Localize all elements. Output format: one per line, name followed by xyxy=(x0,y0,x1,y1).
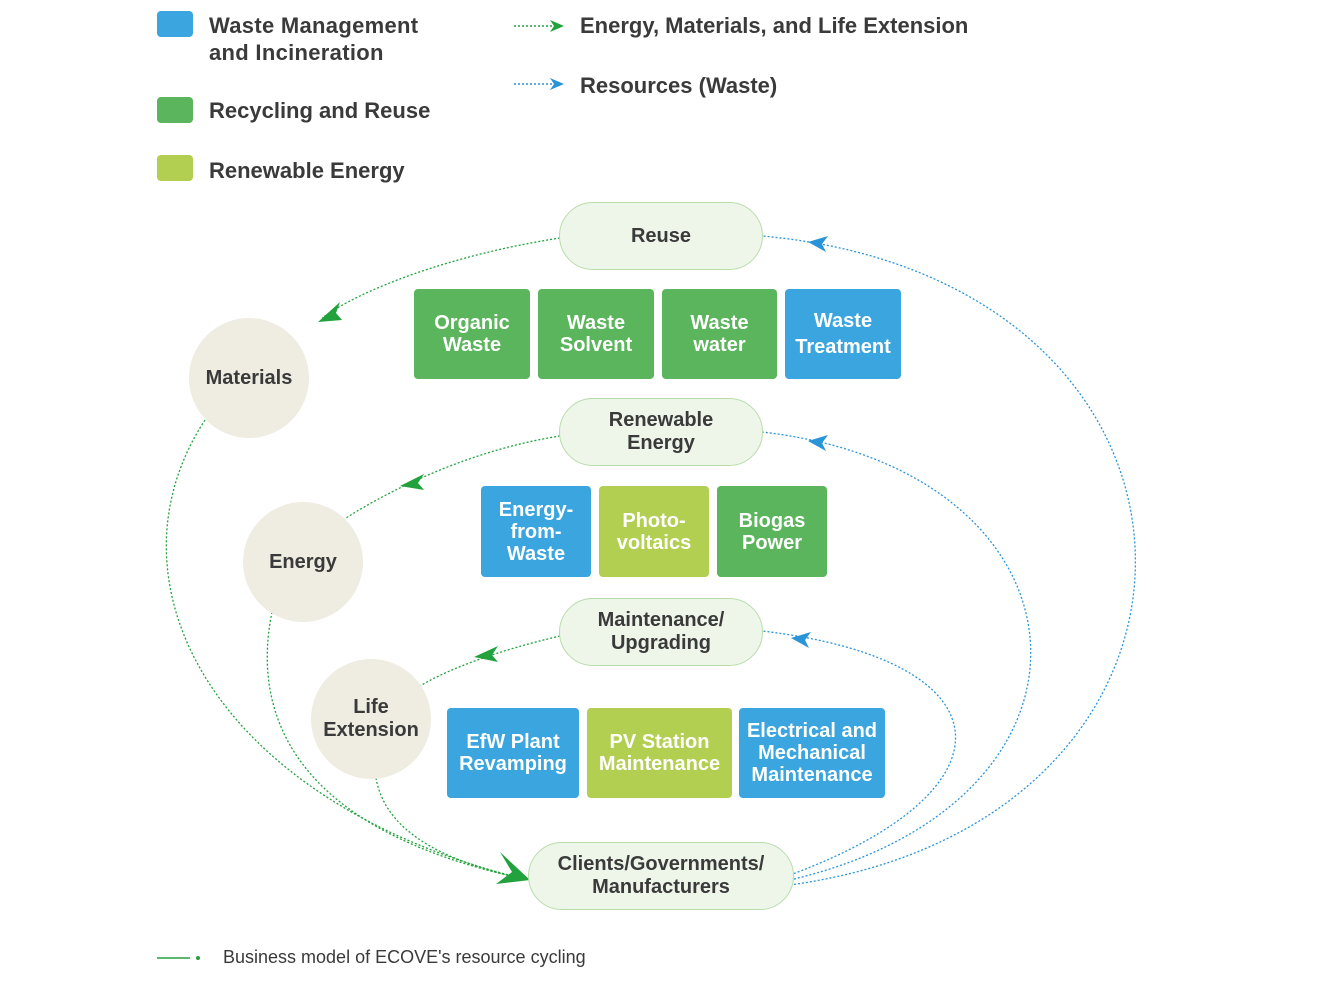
box-organic-waste: Organic Waste xyxy=(414,289,530,379)
legend-label-renewable: Renewable Energy xyxy=(209,158,405,183)
box-electrical-mechanical-maintenance: Electrical and Mechanical Maintenance xyxy=(739,708,885,798)
box-energy-from-waste: Energy- from- Waste xyxy=(481,486,591,577)
arrowhead-clients-icon xyxy=(496,852,530,884)
green-arrowheads xyxy=(318,302,530,884)
arrowhead-renewable-icon xyxy=(808,435,828,451)
arrowhead-life-icon xyxy=(474,646,498,662)
box-waste-treatment: Waste Treatment xyxy=(785,289,901,379)
arrowhead-energy-icon xyxy=(400,474,424,490)
arrowhead-reuse-icon xyxy=(808,236,828,252)
figure-caption: Business model of ECOVE's resource cycli… xyxy=(223,947,586,967)
legend-arrow-blue-icon xyxy=(514,78,564,90)
blue-arrowheads xyxy=(791,236,828,648)
arrowhead-maintenance-icon xyxy=(791,632,811,648)
node-clients: Clients/Governments/ Manufacturers xyxy=(528,842,794,910)
flow-maintenance-to-life xyxy=(419,635,561,687)
box-pv-station-maintenance: PV Station Maintenance xyxy=(587,708,732,798)
green-flows xyxy=(165,237,561,879)
flow-clients-to-renewable xyxy=(761,431,1032,881)
flow-renewable-to-energy xyxy=(345,435,561,519)
box-photovoltaics: Photo- voltaics xyxy=(599,486,709,577)
legend-label-recycling: Recycling and Reuse xyxy=(209,98,431,123)
node-reuse: Reuse xyxy=(559,202,763,270)
flow-materials-to-clients xyxy=(165,419,521,879)
flow-life-to-clients xyxy=(375,777,521,879)
node-energy: Energy xyxy=(243,502,363,622)
legend-arrow-green-icon xyxy=(514,20,564,32)
node-life-extension: Life Extension xyxy=(311,659,431,779)
flow-reuse-to-materials xyxy=(321,237,561,319)
legend-swatch-waste-management xyxy=(157,11,193,37)
legend-label-energy-flow: Energy, Materials, and Life Extension xyxy=(580,13,969,38)
legend-label-waste-management: Waste Management and Incineration xyxy=(209,13,419,65)
blue-flows xyxy=(761,235,1137,886)
arrowhead-materials-icon xyxy=(318,302,342,322)
box-waste-solvent: Waste Solvent xyxy=(538,289,654,379)
legend-swatch-renewable xyxy=(157,155,193,181)
legend-label-resources-flow: Resources (Waste) xyxy=(580,73,778,98)
legend-swatch-recycling xyxy=(157,97,193,123)
flow-clients-to-reuse xyxy=(761,235,1137,886)
node-maintenance: Maintenance/ Upgrading xyxy=(559,598,763,666)
caption-dot xyxy=(196,956,200,960)
box-efw-plant-revamping: EfW Plant Revamping xyxy=(447,708,579,798)
node-materials: Materials xyxy=(189,318,309,438)
box-biogas-power: Biogas Power xyxy=(717,486,827,577)
box-waste-water: Waste water xyxy=(662,289,777,379)
flow-energy-to-clients xyxy=(266,611,521,879)
node-renewable-energy: Renewable Energy xyxy=(559,398,763,466)
